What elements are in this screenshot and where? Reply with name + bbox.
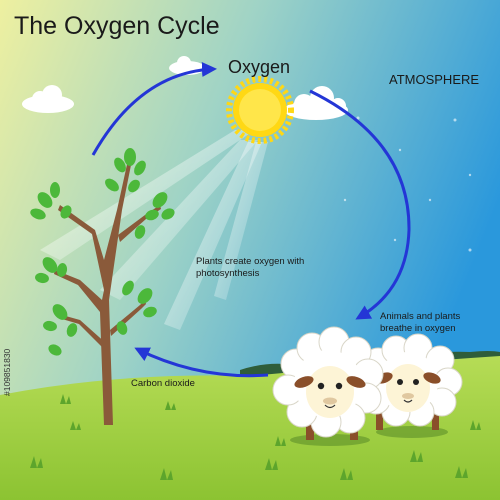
tree — [30, 148, 175, 425]
sun-rays — [40, 130, 268, 330]
sky-sparkles — [343, 116, 472, 252]
tree-leaves — [30, 148, 175, 356]
arrow-tree-to-oxygen — [91, 61, 217, 156]
arrow-oxygen-to-animals — [309, 89, 411, 320]
carbon-dioxide-label: Carbon dioxide — [131, 378, 195, 389]
oxygen-label: Oxygen — [228, 57, 291, 77]
atmosphere-label: ATMOSPHERE — [389, 72, 480, 87]
breathe-label: Animals and plants breathe in oxygen — [380, 311, 461, 334]
cycle-arrows — [91, 61, 411, 378]
sun-icon — [226, 76, 294, 144]
arrow-animals-to-tree — [134, 347, 269, 378]
photosynthesis-label: Plants create oxygen with photosynthesis — [196, 256, 305, 279]
stock-id-watermark: #109851830 — [2, 348, 12, 396]
cloud-left — [22, 85, 74, 113]
tree-trunk — [54, 160, 132, 425]
diagram-title: The Oxygen Cycle — [14, 12, 220, 40]
sheep-left — [272, 326, 384, 446]
